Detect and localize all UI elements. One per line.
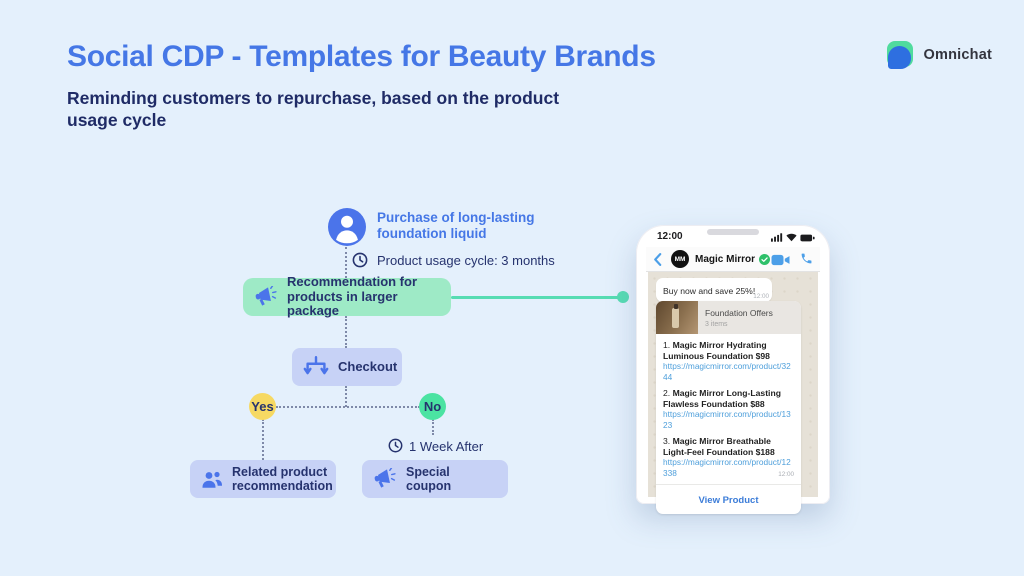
- phone-mockup: 12:00 MM Magic Mirror Buy now and sav: [636, 225, 830, 514]
- flow-connector: [345, 316, 347, 348]
- no-badge: No: [419, 393, 446, 420]
- video-call-icon[interactable]: [771, 254, 790, 266]
- contact-name: Magic Mirror: [695, 254, 756, 265]
- status-bar-icons: [771, 233, 815, 242]
- status-bar-time: 12:00: [657, 231, 683, 242]
- connector-dot: [617, 291, 629, 303]
- brand-logo: Omnichat: [885, 40, 992, 70]
- wifi-icon: [786, 233, 797, 242]
- related-product-node: Related product recommendation: [190, 460, 336, 498]
- omnichat-logo-icon: [885, 40, 915, 70]
- flow-connector: [276, 406, 420, 408]
- bubble-time: 12:00: [753, 293, 769, 300]
- yes-badge: Yes: [249, 393, 276, 420]
- phone-notch: [707, 229, 759, 235]
- customer-avatar: [328, 208, 366, 251]
- flow-connector: [345, 247, 347, 278]
- product-item: 1. Magic Mirror Hydrating Luminous Found…: [663, 340, 794, 382]
- megaphone-icon: [374, 468, 396, 488]
- clock-icon: [388, 438, 403, 453]
- chat-header: MM Magic Mirror: [646, 247, 820, 272]
- page-title: Social CDP - Templates for Beauty Brands: [67, 40, 656, 73]
- message-bubble: Buy now and save 25%! 12:00: [656, 278, 772, 302]
- verified-icon: [759, 254, 770, 265]
- flow-connector: [432, 419, 434, 435]
- message-time: 12:00: [778, 471, 794, 478]
- offers-card: Foundation Offers 3 items 1. Magic Mirro…: [656, 301, 801, 514]
- flow-connector: [345, 386, 347, 407]
- view-product-label: View Product: [698, 495, 759, 506]
- brand-name: Omnichat: [923, 47, 992, 63]
- recommendation-node: Recommendation for products in larger pa…: [243, 274, 451, 318]
- product-thumbnail: [656, 301, 698, 334]
- related-product-label: Related product recommendation: [232, 464, 333, 493]
- card-items-count: 3 items: [705, 321, 728, 328]
- battery-icon: [800, 234, 815, 241]
- checkout-node: Checkout: [292, 348, 402, 386]
- subtitle-line-1: Reminding customers to repurchase, based…: [67, 88, 560, 108]
- page-subtitle: Reminding customers to repurchase, based…: [67, 87, 559, 131]
- flow-connector: [262, 419, 264, 460]
- product-item: 3. Magic Mirror Breathable Light-Feel Fo…: [663, 436, 794, 478]
- subtitle-line-2: usage cycle: [67, 110, 167, 131]
- product-number: 3.: [663, 436, 671, 446]
- product-name: Magic Mirror Hydrating Luminous Foundati…: [663, 340, 770, 361]
- product-link[interactable]: https://magicmirror.com/product/3244: [663, 361, 791, 382]
- product-link[interactable]: https://magicmirror.com/product/1323: [663, 409, 791, 430]
- view-product-button[interactable]: View Product: [656, 484, 801, 514]
- people-icon: [202, 471, 222, 488]
- branch-icon: [303, 355, 329, 374]
- clock-icon: [352, 252, 368, 268]
- product-number: 2.: [663, 388, 671, 398]
- foundation-bottle-image: [672, 308, 679, 328]
- contact-avatar: MM: [671, 250, 689, 268]
- usage-cycle-label: Product usage cycle: 3 months: [377, 253, 555, 268]
- signal-icon: [771, 233, 783, 242]
- foundation-cap-image: [673, 304, 678, 309]
- product-name: Magic Mirror Long-Lasting Flawless Found…: [663, 388, 781, 409]
- chat-area: Buy now and save 25%! 12:00 Foundation O…: [648, 272, 818, 514]
- product-name: Magic Mirror Breathable Light-Feel Found…: [663, 436, 775, 457]
- offers-card-header: Foundation Offers 3 items: [656, 301, 801, 334]
- product-link[interactable]: https://magicmirror.com/product/12338: [663, 457, 791, 478]
- back-icon[interactable]: [653, 252, 662, 267]
- connector-line: [451, 296, 619, 299]
- voice-call-icon[interactable]: [800, 252, 813, 265]
- checkout-label: Checkout: [338, 358, 398, 374]
- megaphone-icon: [255, 286, 277, 306]
- special-coupon-label: Special coupon: [406, 464, 452, 493]
- purchase-label: Purchase of long-lasting foundation liqu…: [377, 210, 535, 242]
- week-after-label: 1 Week After: [409, 439, 484, 454]
- card-header-title: Foundation Offers: [705, 308, 773, 318]
- product-item: 2. Magic Mirror Long-Lasting Flawless Fo…: [663, 388, 794, 430]
- special-coupon-node: Special coupon: [362, 460, 508, 498]
- person-icon: [328, 208, 366, 246]
- recommendation-label: Recommendation for products in larger pa…: [287, 273, 418, 319]
- bubble-text: Buy now and save 25%!: [663, 286, 756, 296]
- product-number: 1.: [663, 340, 671, 350]
